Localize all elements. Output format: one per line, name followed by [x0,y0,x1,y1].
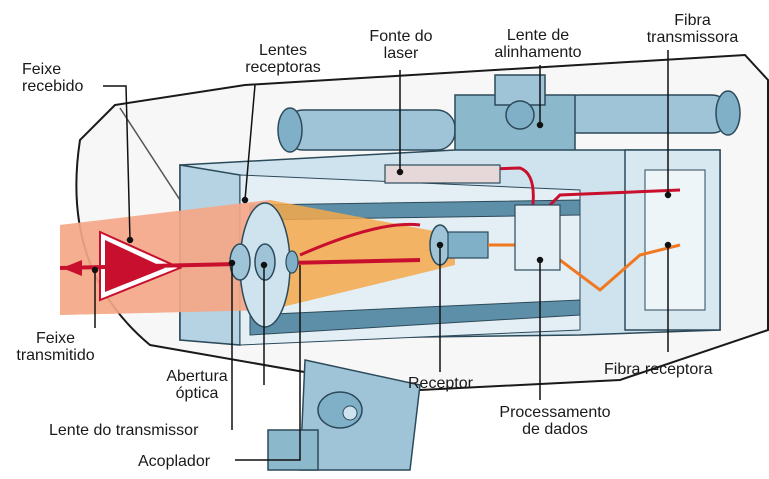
label-fibra-receptora: Fibra receptora [604,361,713,378]
leader-lines [91,50,672,461]
label-acoplador: Acoplador [138,453,211,470]
label-processamento-de-dados: Processamento de dados [499,404,611,438]
label-lente-de-alinhamento: Lente de alinhamento [494,27,582,61]
label-lentes-receptoras: Lentes receptoras [245,42,321,76]
mount [267,359,421,471]
label-feixe-recebido: Feixe recebido [22,61,84,95]
fiber-paths [299,164,681,292]
label-lente-do-transmissor: Lente do transmissor [49,422,199,439]
label-feixe-transmitido: Feixe transmitido [16,330,95,364]
label-fibra-transmissora: Fibra transmissora [646,12,739,46]
label-abertura-optica: Abertura óptica [166,368,228,402]
label-receptor: Receptor [408,375,473,392]
label-fonte-do-laser: Fonte do laser [369,28,433,62]
